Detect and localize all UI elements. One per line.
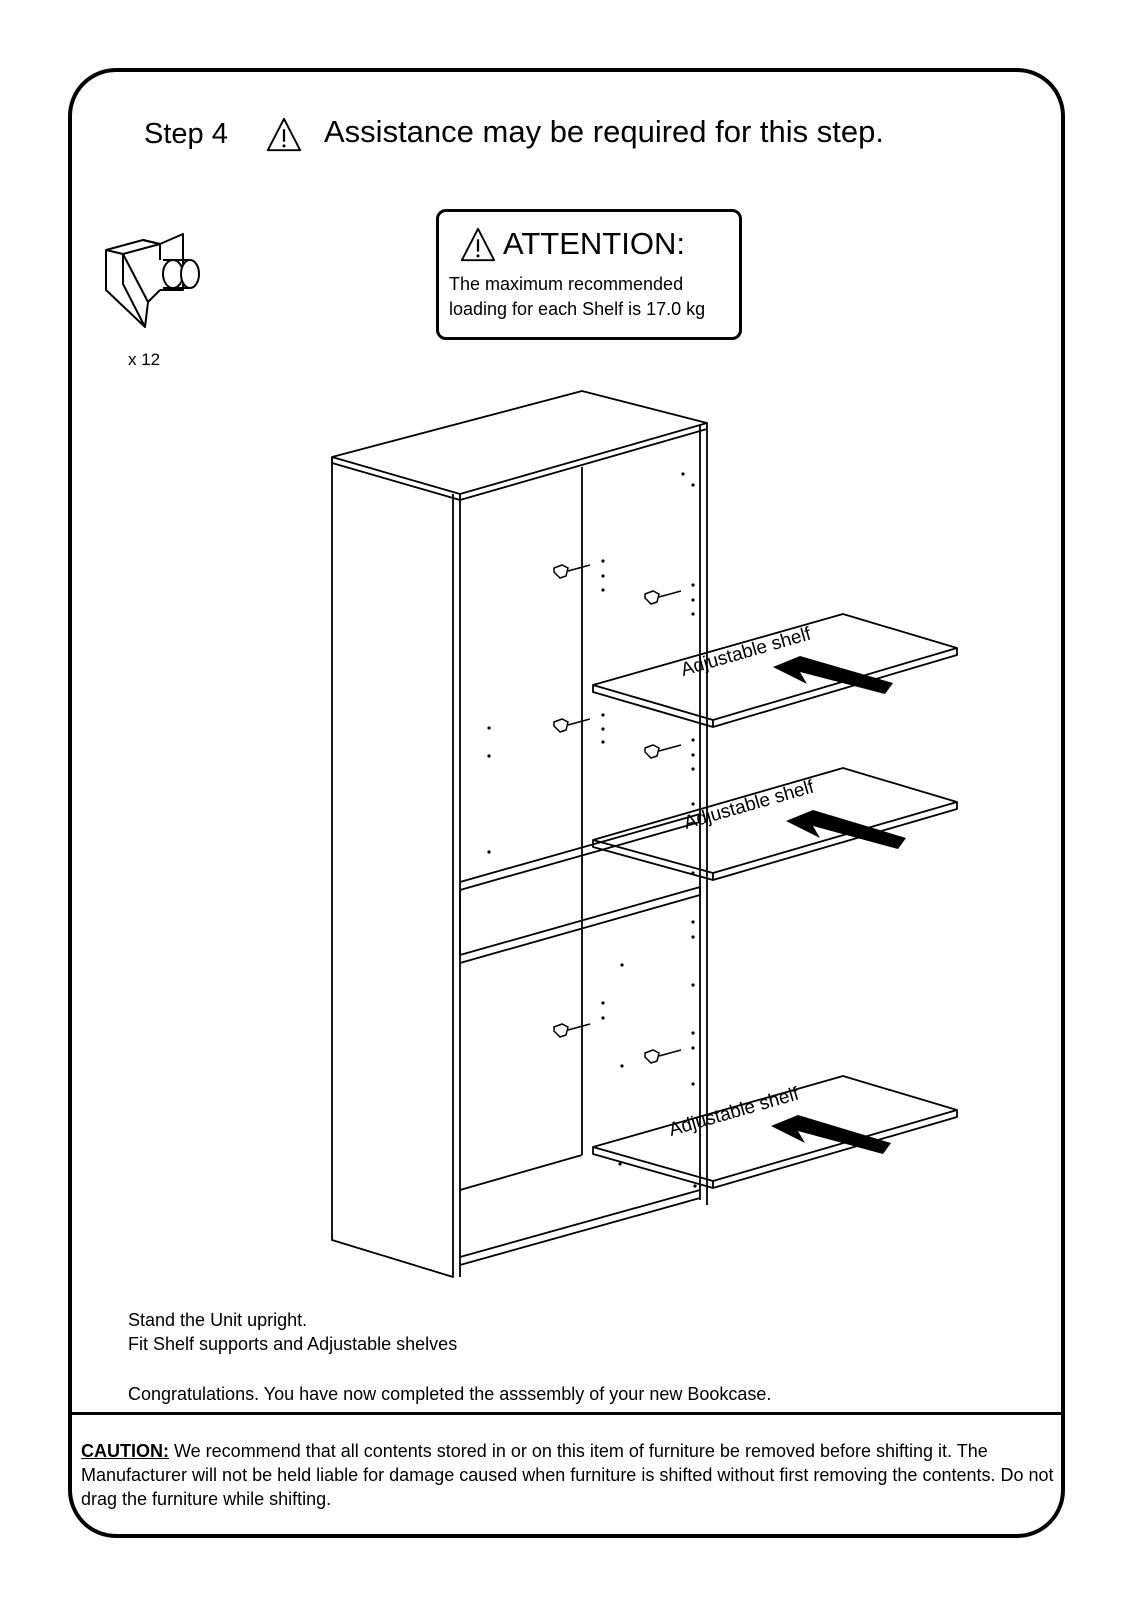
instruction-line-1: Stand the Unit upright. — [128, 1310, 308, 1330]
congratulations-text: Congratulations. You have now completed … — [128, 1384, 772, 1404]
attention-warning-icon — [460, 227, 496, 262]
caution-label: CAUTION: — [81, 1441, 169, 1461]
page-frame — [68, 68, 1065, 1538]
instruction-line-2: Fit Shelf supports and Adjustable shelve… — [128, 1334, 458, 1354]
caution-text: We recommend that all contents stored in… — [81, 1441, 1054, 1509]
shelf-label-3: Adjustable shelf — [667, 1083, 802, 1140]
caution-divider — [70, 1412, 1063, 1415]
attention-title: ATTENTION: — [503, 226, 685, 261]
attention-box — [436, 209, 742, 340]
attention-text: The maximum recommended loading for each… — [449, 272, 739, 322]
caution-paragraph: CAUTION: We recommend that all contents … — [81, 1439, 1061, 1511]
shelf-support-icon — [105, 233, 200, 328]
step-title: Step 4 — [144, 118, 228, 150]
attention-line-1: The maximum recommended — [449, 274, 684, 294]
attention-line-2: loading for each Shelf is 17.0 kg — [449, 299, 706, 319]
bookcase-assembly-drawing: Adjustable shelf Adjustable shelf Adjust… — [331, 390, 958, 1278]
warning-icon — [266, 117, 302, 152]
assistance-note: Assistance may be required for this step… — [324, 114, 884, 149]
hardware-quantity: x 12 — [128, 350, 161, 369]
